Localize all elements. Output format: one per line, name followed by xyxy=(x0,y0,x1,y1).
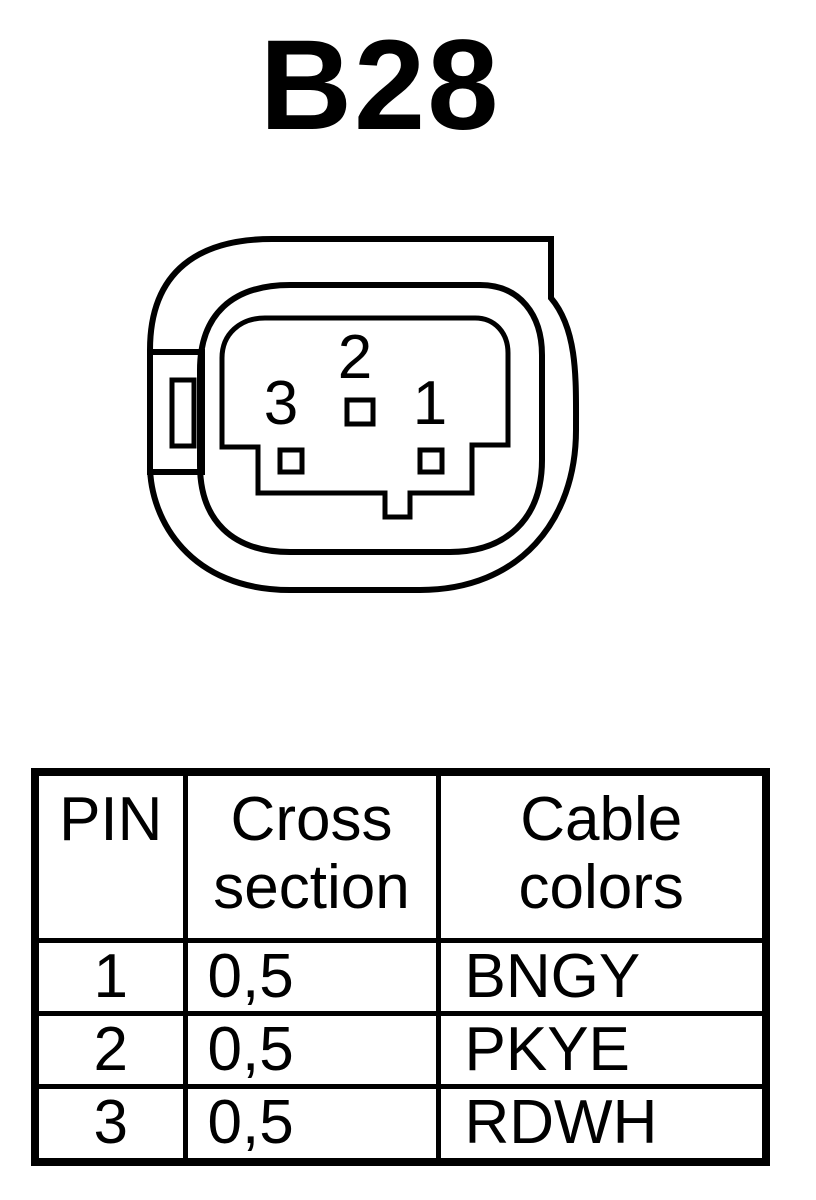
header-color-line2: colors xyxy=(518,853,684,923)
cell-pin: 2 xyxy=(32,1011,188,1090)
table-row: 3 0,5 RDWH xyxy=(32,1084,769,1165)
cell-pin: 1 xyxy=(32,937,188,1017)
connector-latch-slot xyxy=(169,377,197,449)
pin-2-contact xyxy=(344,397,376,427)
connector-housing-outer xyxy=(147,236,580,593)
cell-cable-color: RDWH xyxy=(435,1084,769,1165)
pin-assignment-table: PIN Cross section Cable colors 1 0,5 BNG… xyxy=(31,768,770,1166)
cell-cross-section: 0,5 xyxy=(182,1011,441,1090)
cell-cross-section: 0,5 xyxy=(182,937,441,1017)
header-pin-label: PIN xyxy=(59,785,163,854)
table-header-row: PIN Cross section Cable colors xyxy=(32,769,769,943)
table-row: 1 0,5 BNGY xyxy=(32,937,769,1017)
header-cross-section: Cross section xyxy=(182,769,441,943)
connector-face-inner xyxy=(197,282,545,555)
cell-cable-color: BNGY xyxy=(435,937,769,1017)
cell-pin: 3 xyxy=(32,1084,188,1165)
connector-diagram: 2 3 1 xyxy=(147,236,580,593)
header-cross-line1: Cross xyxy=(230,785,393,854)
pin-3-contact xyxy=(277,447,305,475)
cell-cable-color: PKYE xyxy=(435,1011,769,1090)
table-row: 2 0,5 PKYE xyxy=(32,1011,769,1090)
pin-1-contact xyxy=(417,447,445,475)
header-cross-line2: section xyxy=(213,853,410,923)
connector-title: B28 xyxy=(259,14,501,157)
header-cable-colors: Cable colors xyxy=(435,769,769,943)
cell-cross-section: 0,5 xyxy=(182,1084,441,1165)
pin-label-2: 2 xyxy=(338,323,372,392)
pin-label-1: 1 xyxy=(413,369,447,438)
header-pin: PIN xyxy=(32,769,188,943)
header-color-line1: Cable xyxy=(520,785,683,854)
pin-label-3: 3 xyxy=(264,369,298,438)
connector-pin-cavity xyxy=(219,315,511,520)
